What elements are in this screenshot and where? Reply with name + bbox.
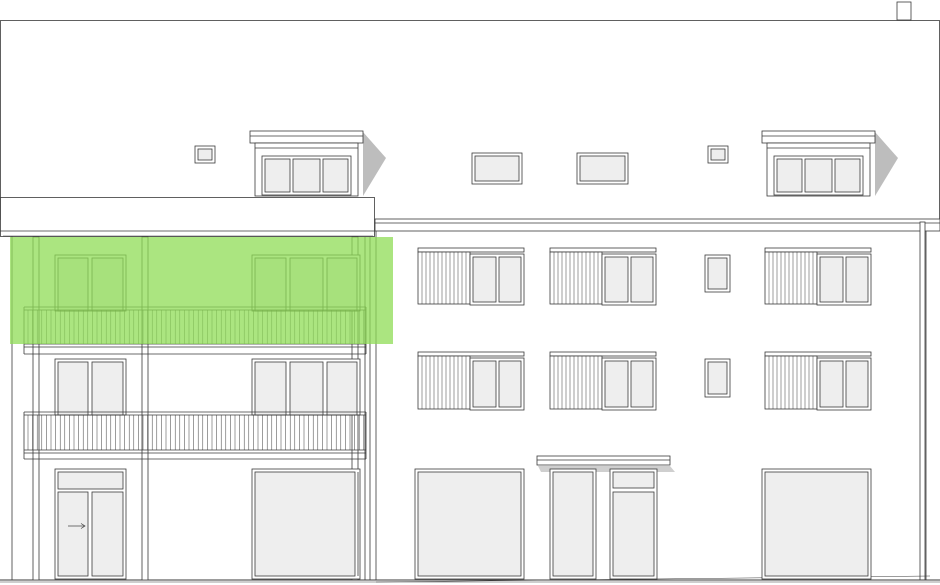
ground-floor-right: [414, 455, 872, 580]
left-wing-canopy: [0, 197, 375, 237]
louvered-shutter: [417, 251, 471, 305]
louvered-shutter: [549, 251, 603, 305]
downpipe: [919, 221, 926, 581]
window-hood: [764, 247, 872, 253]
dormer-right: [761, 130, 898, 197]
eave-board: [374, 218, 940, 232]
window-hood: [549, 247, 657, 253]
window-hood: [417, 351, 525, 357]
eaves: [374, 218, 940, 581]
entrance-canopy: [536, 455, 671, 466]
louvered-shutter: [549, 355, 603, 410]
chimney: [896, 1, 912, 21]
shuttered-windows: [417, 247, 872, 411]
dormer-shadow: [875, 132, 898, 196]
window-hood: [549, 351, 657, 357]
highlighted-region: [10, 237, 393, 344]
window-hood: [417, 247, 525, 253]
dormer-shadow: [363, 132, 386, 196]
window-hood: [764, 351, 872, 357]
shutter-slats: [421, 252, 467, 304]
louvered-shutter: [764, 251, 818, 305]
dormer-left: [249, 130, 386, 197]
balcony-lower: [23, 411, 367, 460]
